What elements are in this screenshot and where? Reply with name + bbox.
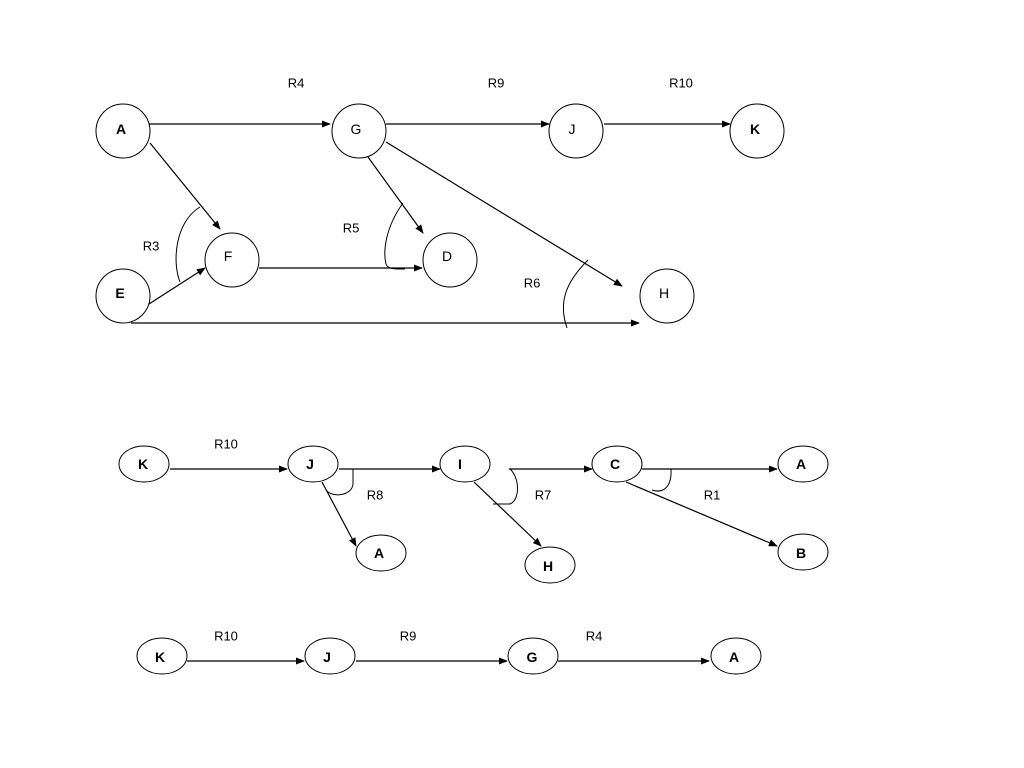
edge-J-A <box>321 481 357 547</box>
node-label: F <box>224 248 233 264</box>
rule-label-R9: R9 <box>488 76 505 91</box>
rule-arc-R1 <box>651 468 672 492</box>
node-label: K <box>155 649 165 665</box>
node-label: K <box>750 121 760 137</box>
node-label: B <box>796 545 806 561</box>
node-K: K <box>136 637 188 675</box>
tree-diagram-2: K J G A R10 R9 R4 <box>136 629 762 675</box>
node-label: G <box>351 121 362 137</box>
node-label: J <box>306 456 314 472</box>
node-label: I <box>458 456 462 472</box>
node-G: G <box>331 103 387 159</box>
rule-arc-R8 <box>325 469 354 496</box>
rule-arc-R6 <box>562 259 589 329</box>
node-A-top: A <box>777 445 829 483</box>
tree-diagram-1: K J I C A A H B R10 <box>118 437 829 584</box>
edge-A-F <box>149 142 221 230</box>
node-A-bottom: A <box>355 534 407 572</box>
rule-label-R5: R5 <box>343 221 360 236</box>
rule-label-R4: R4 <box>586 629 603 644</box>
node-B: B <box>777 533 829 571</box>
node-label: H <box>659 285 669 301</box>
node-label: G <box>527 649 538 665</box>
rule-label-R9: R9 <box>400 629 417 644</box>
node-K: K <box>118 445 170 483</box>
node-label: A <box>729 649 739 665</box>
node-K: K <box>729 103 785 159</box>
node-J: J <box>304 637 356 675</box>
node-A: A <box>710 637 762 675</box>
node-E: E <box>95 268 151 324</box>
node-label: C <box>610 456 620 472</box>
edge-I-H <box>473 481 542 547</box>
node-H: H <box>639 268 695 324</box>
node-G: G <box>507 637 559 675</box>
node-J: J <box>287 445 339 483</box>
rule-label-R3: R3 <box>143 239 160 254</box>
node-F: F <box>204 232 260 288</box>
edge-C-B <box>625 481 778 547</box>
node-label: J <box>569 121 576 137</box>
node-label: A <box>374 545 384 561</box>
rule-label-R1: R1 <box>704 488 721 503</box>
rule-label-R8: R8 <box>367 488 384 503</box>
edge-G-H <box>385 141 623 287</box>
node-A: A <box>95 103 151 159</box>
node-H: H <box>524 546 576 584</box>
node-I: I <box>439 445 491 483</box>
node-J: J <box>548 103 604 159</box>
rule-arc-R7 <box>493 468 518 505</box>
node-D: D <box>422 232 478 288</box>
edge-G-D <box>367 156 424 234</box>
edge-E-F <box>148 267 206 305</box>
node-label: D <box>442 248 452 264</box>
rule-label-R10: R10 <box>214 437 238 452</box>
rule-label-R10: R10 <box>669 76 693 91</box>
node-label: J <box>323 649 331 665</box>
node-label: K <box>138 456 148 472</box>
rule-label-R7: R7 <box>535 488 552 503</box>
rule-label-R4: R4 <box>288 76 305 91</box>
rule-arc-R3 <box>175 206 201 283</box>
node-label: A <box>116 121 126 137</box>
node-label: E <box>115 285 124 301</box>
rule-label-R6: R6 <box>524 276 541 291</box>
rule-arc-R5 <box>384 202 406 270</box>
node-label: H <box>543 558 553 574</box>
graph-diagram: A G J K F D E H R4 R <box>95 76 785 329</box>
node-C: C <box>591 445 643 483</box>
rule-label-R10: R10 <box>214 629 238 644</box>
node-label: A <box>796 456 806 472</box>
